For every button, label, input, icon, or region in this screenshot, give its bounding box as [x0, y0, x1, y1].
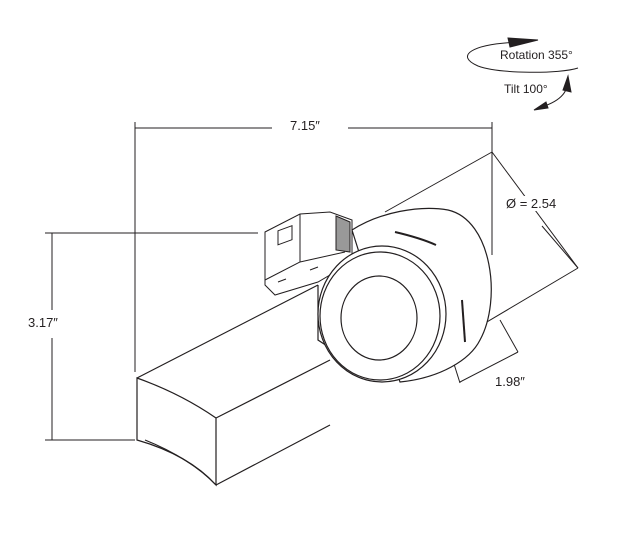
rotation-arrow-icon	[466, 37, 579, 73]
length-dimension-label: 7.15″	[290, 118, 320, 133]
height-dimension-lines	[45, 232, 258, 441]
lens-assembly	[317, 245, 447, 383]
tilt-label: Tilt 100°	[504, 82, 548, 96]
depth-dimension-label: 1.98″	[495, 374, 525, 389]
rotation-label: Rotation 355°	[500, 48, 573, 62]
tilt-arrow-icon	[533, 74, 572, 111]
height-dimension-label: 3.17″	[28, 315, 58, 330]
diameter-dimension-label: Ø = 2.54	[506, 196, 557, 211]
length-dimension-lines	[134, 122, 493, 372]
